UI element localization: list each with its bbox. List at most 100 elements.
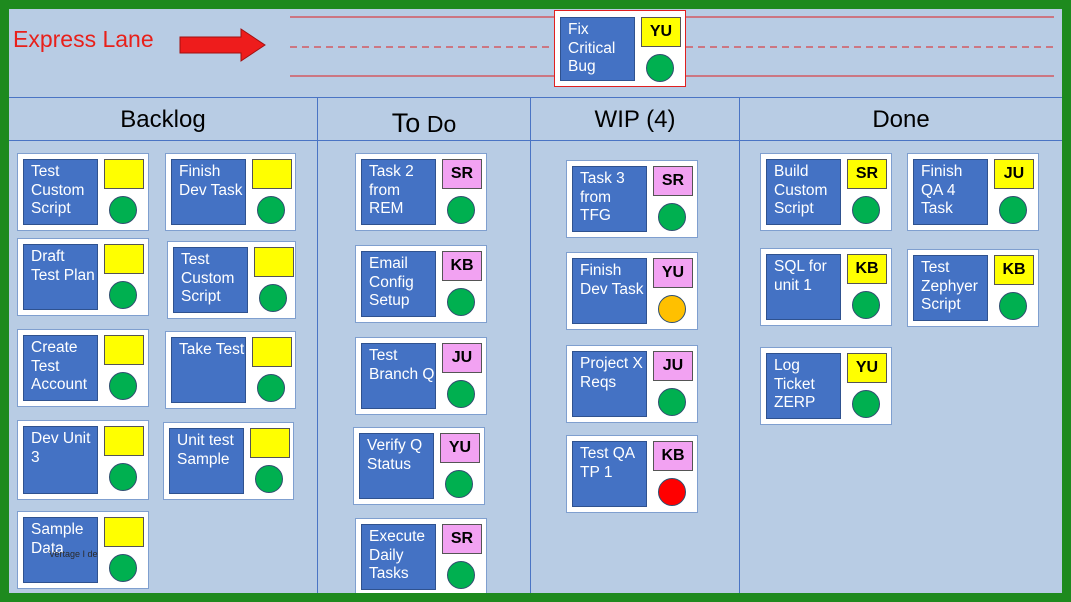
assignee-tag: KB [994, 255, 1034, 285]
task-sticky: Dev Unit 3 [23, 426, 98, 494]
task-sticky: Execute Daily Tasks [361, 524, 436, 590]
kanban-board: Express Lane Fix Critical Bug YU Backlog… [9, 9, 1062, 593]
status-dot [257, 374, 285, 402]
status-dot [447, 288, 475, 316]
status-dot [852, 196, 880, 224]
status-dot [109, 281, 137, 309]
status-dot [259, 284, 287, 312]
task-sticky: Test Zephyer Script [913, 255, 988, 321]
status-dot [109, 372, 137, 400]
task-sticky: Test Branch Q [361, 343, 436, 409]
task-sticky: SQL for unit 1 [766, 254, 841, 320]
card-backlog[interactable]: Sample Data [17, 511, 149, 589]
assignee-tag [250, 428, 290, 458]
watermark: Vertage I de [49, 549, 98, 559]
task-sticky: Test QA TP 1 [572, 441, 647, 507]
status-dot [658, 203, 686, 231]
card-backlog[interactable]: Create Test Account [17, 329, 149, 407]
status-dot [255, 465, 283, 493]
assignee-tag: SR [847, 159, 887, 189]
status-dot [447, 380, 475, 408]
assignee-tag: YU [440, 433, 480, 463]
assignee-tag [252, 337, 292, 367]
status-dot [852, 390, 880, 418]
status-dot [109, 463, 137, 491]
task-sticky: Take Test [171, 337, 246, 403]
card-backlog[interactable]: Finish Dev Task [165, 153, 296, 231]
task-sticky: Fix Critical Bug [560, 17, 635, 81]
assignee-tag: KB [847, 254, 887, 284]
card-backlog[interactable]: Take Test [165, 331, 296, 409]
express-lane-label: Express Lane [13, 26, 154, 52]
task-sticky: Sample Data [23, 517, 98, 583]
assignee-tag [104, 335, 144, 365]
status-dot [658, 478, 686, 506]
status-dot [646, 54, 674, 82]
task-sticky: Unit test Sample [169, 428, 244, 494]
task-sticky: Finish Dev Task [572, 258, 647, 324]
card-backlog[interactable]: Unit test Sample [163, 422, 294, 500]
status-dot [447, 561, 475, 589]
column-divider [530, 98, 531, 593]
status-dot [852, 291, 880, 319]
status-dot [999, 292, 1027, 320]
assignee-tag: KB [653, 441, 693, 471]
task-sticky: Email Config Setup [361, 251, 436, 317]
column-header-todo: To Do [391, 108, 457, 138]
lane-divider [9, 97, 1062, 98]
task-sticky: Log Ticket ZERP [766, 353, 841, 419]
column-divider [739, 98, 740, 593]
express-card[interactable]: Fix Critical Bug YU [554, 10, 686, 87]
assignee-tag [104, 244, 144, 274]
card-backlog[interactable]: Test Custom Script [167, 241, 296, 319]
assignee-tag: KB [442, 251, 482, 281]
status-dot [445, 470, 473, 498]
task-sticky: Task 3 from TFG [572, 166, 647, 232]
task-sticky: Create Test Account [23, 335, 98, 401]
status-dot [109, 196, 137, 224]
assignee-tag [104, 517, 144, 547]
task-sticky: Finish QA 4 Task [913, 159, 988, 225]
assignee-tag [252, 159, 292, 189]
assignee-tag: JU [994, 159, 1034, 189]
assignee-tag: YU [847, 353, 887, 383]
card-backlog[interactable]: Dev Unit 3 [17, 420, 149, 500]
right-arrow-icon [179, 28, 266, 62]
task-sticky: Task 2 from REM [361, 159, 436, 225]
assignee-tag [104, 426, 144, 456]
task-sticky: Verify Q Status [359, 433, 434, 499]
status-dot [658, 295, 686, 323]
assignee-tag: SR [653, 166, 693, 196]
assignee-tag [104, 159, 144, 189]
header-divider [9, 140, 1062, 141]
task-sticky: Finish Dev Task [171, 159, 246, 225]
assignee-tag: YU [653, 258, 693, 288]
assignee-tag: JU [442, 343, 482, 373]
status-dot [257, 196, 285, 224]
column-header-wip: WIP (4) [594, 106, 676, 133]
status-dot [447, 196, 475, 224]
assignee-tag: SR [442, 524, 482, 554]
task-sticky: Project X Reqs [572, 351, 647, 417]
column-header-done: Done [872, 106, 930, 133]
assignee-tag: JU [653, 351, 693, 381]
task-sticky: Test Custom Script [173, 247, 248, 313]
task-sticky: Test Custom Script [23, 159, 98, 225]
card-backlog[interactable]: Draft Test Plan [17, 238, 149, 316]
task-sticky: Draft Test Plan [23, 244, 98, 310]
card-backlog[interactable]: Test Custom Script [17, 153, 149, 231]
